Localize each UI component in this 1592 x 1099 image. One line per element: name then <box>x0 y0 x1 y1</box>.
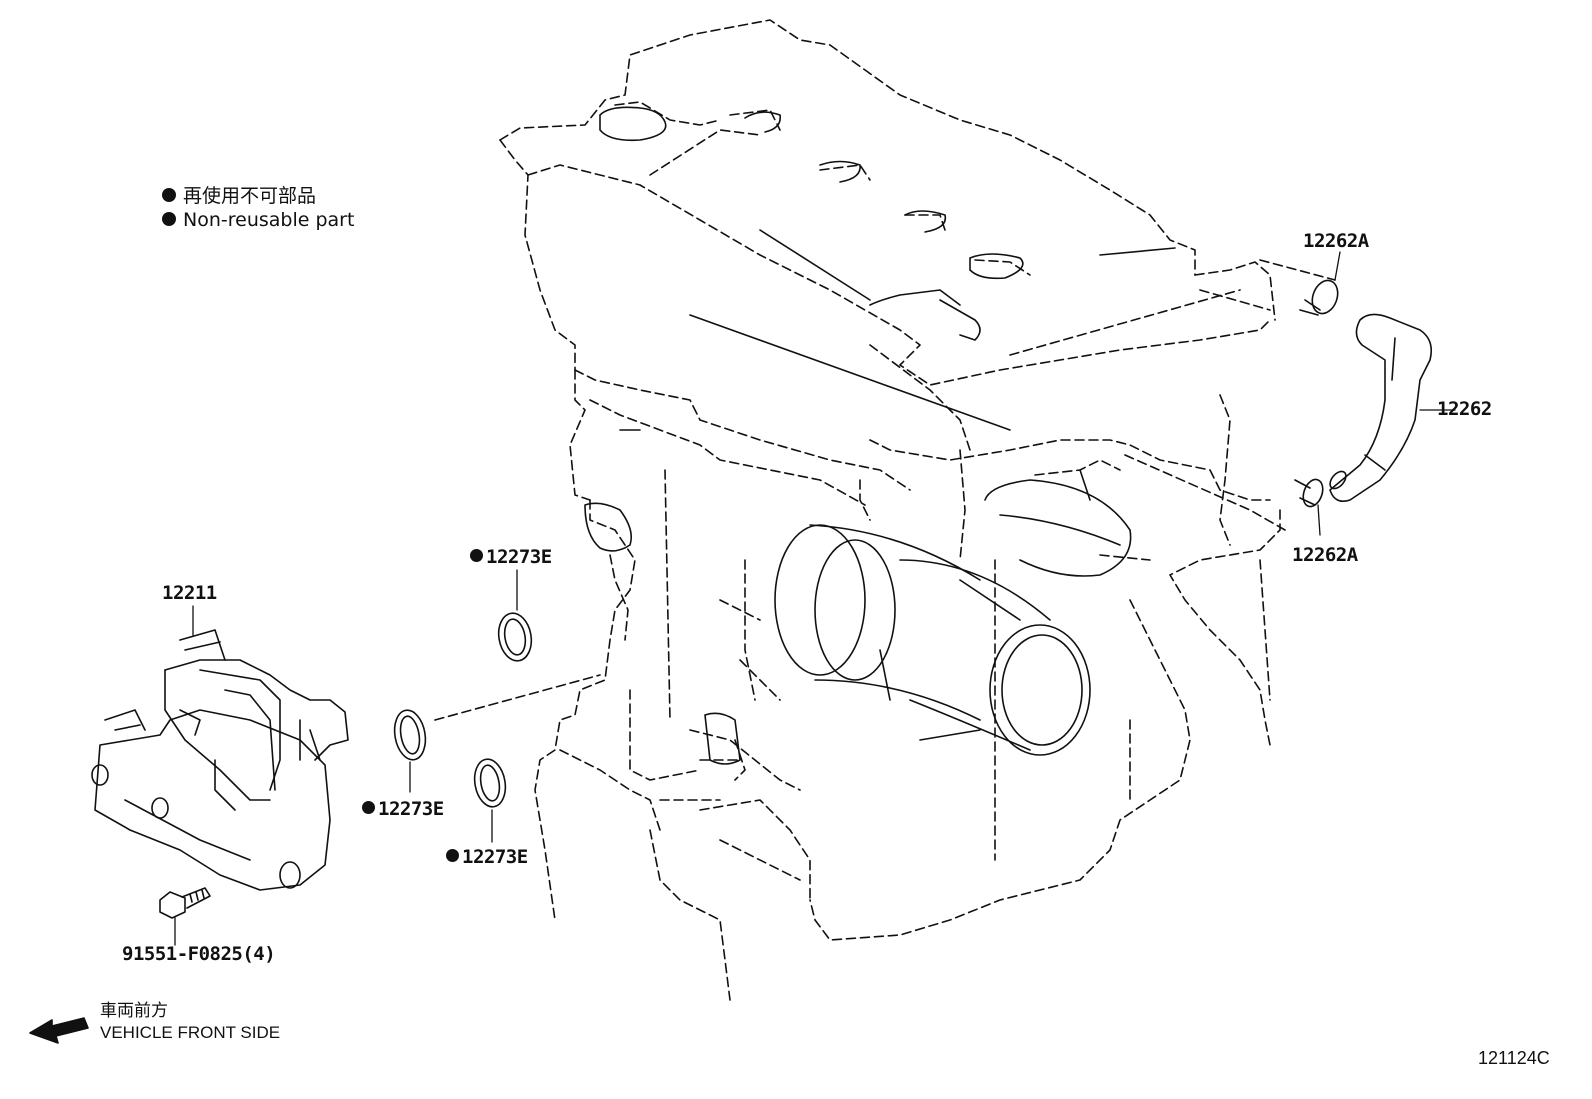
engine-outline <box>434 19 1336 1001</box>
clips-drawing <box>1294 279 1339 508</box>
figure-number: 121124C <box>1478 1048 1550 1068</box>
label-clip-lower: 12262A <box>1292 544 1358 566</box>
front-arrow-icon <box>29 1017 89 1044</box>
label-bolt: 91551-F0825(4) <box>122 943 276 965</box>
legend: 再使用不可部品 Non-reusable part <box>162 185 354 233</box>
bolt-drawing <box>159 887 211 919</box>
legend-jp: 再使用不可部品 <box>162 185 354 209</box>
label-gasket-2: 12273E <box>362 800 444 819</box>
engine-solid-details <box>584 106 1176 765</box>
leader-lines <box>174 251 1456 946</box>
direction-note: 車両前方 VEHICLE FRONT SIDE <box>100 1000 280 1044</box>
direction-en: VEHICLE FRONT SIDE <box>100 1023 281 1043</box>
label-oil-separator: 12211 <box>162 582 217 604</box>
label-gasket-3: 12273E <box>446 848 528 867</box>
label-gasket-1: 12273E <box>470 548 552 567</box>
label-clip-upper: 12262A <box>1303 230 1369 252</box>
oil-separator-drawing <box>91 629 349 891</box>
hose-drawing <box>1329 313 1433 503</box>
legend-en: Non-reusable part <box>162 209 354 233</box>
label-hose: 12262 <box>1437 398 1492 420</box>
direction-jp: 車両前方 <box>100 1001 168 1020</box>
gaskets-drawing <box>393 612 533 808</box>
